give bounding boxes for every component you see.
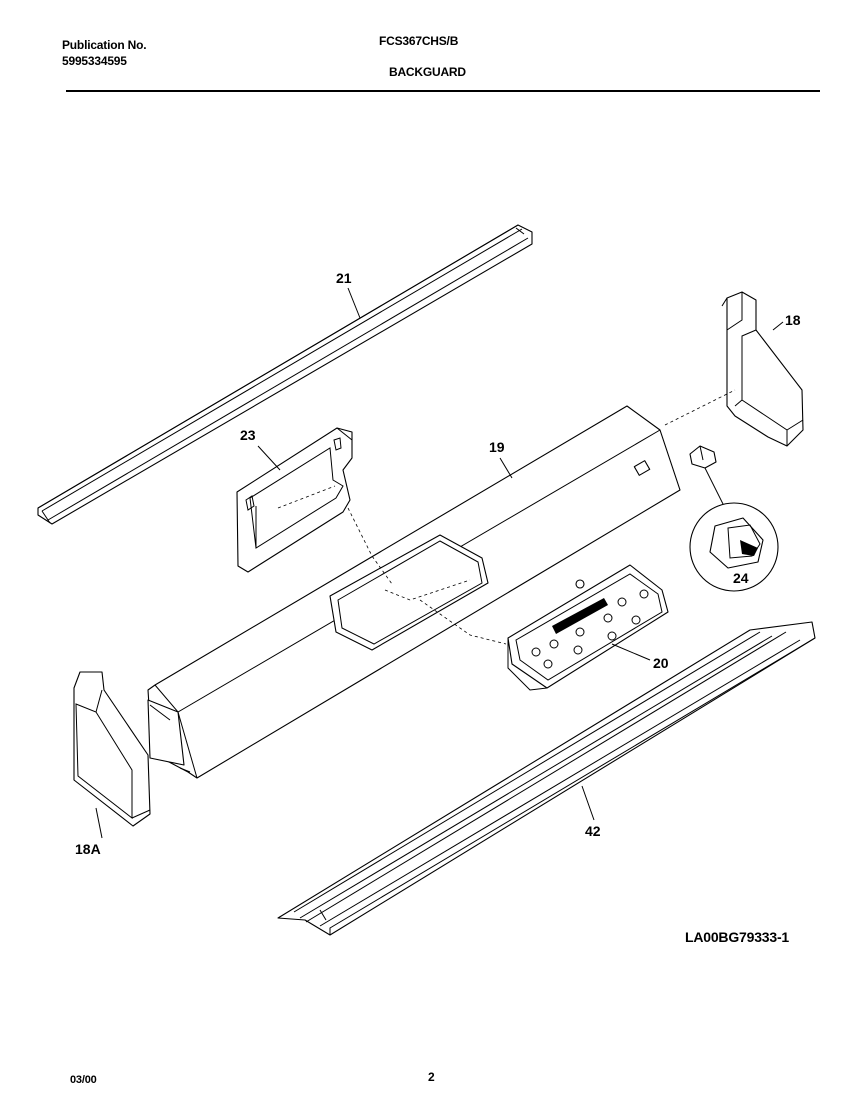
- callout-42: 42: [585, 823, 601, 839]
- footer-date: 03/00: [70, 1074, 97, 1086]
- callout-18a: 18A: [75, 841, 101, 857]
- callout-24: 24: [733, 570, 749, 586]
- rear-trim-strip: [37, 224, 533, 525]
- callout-23: 23: [240, 427, 256, 443]
- clock-control-board: [507, 564, 669, 691]
- section-title: BACKGUARD: [389, 65, 466, 79]
- callout-20: 20: [653, 655, 669, 671]
- left-end-cap: [73, 671, 151, 827]
- right-end-cap: [721, 291, 804, 447]
- publication-label: Publication No.: [62, 38, 147, 52]
- model-number: FCS367CHS/B: [379, 34, 459, 48]
- bracket: [236, 427, 353, 573]
- callout-19: 19: [489, 439, 505, 455]
- callout-21: 21: [336, 270, 352, 286]
- diagram-code: LA00BG79333-1: [685, 929, 790, 945]
- header-rule: [66, 90, 820, 92]
- clip: [689, 445, 779, 592]
- backguard-panel: [147, 405, 681, 779]
- front-trim: [277, 621, 816, 936]
- callout-18: 18: [785, 312, 801, 328]
- publication-number: 5995334595: [62, 54, 127, 68]
- page-number: 2: [428, 1070, 435, 1084]
